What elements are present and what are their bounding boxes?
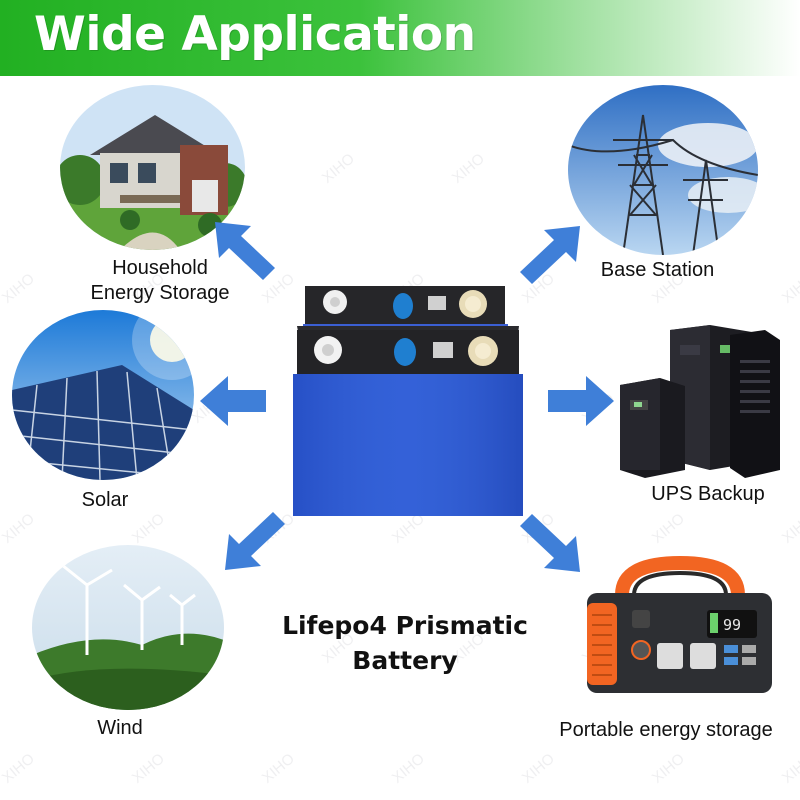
label-base-station: Base Station	[600, 259, 715, 281]
watermark-text: XIHO	[318, 150, 358, 187]
watermark-text: XIHO	[0, 510, 38, 547]
ups-photo	[620, 320, 780, 480]
product-title-line2: Battery	[352, 646, 458, 675]
watermark-text: XIHO	[778, 270, 800, 307]
watermark-text: XIHO	[778, 510, 800, 547]
battery-icon	[283, 278, 528, 518]
label-wind: Wind	[97, 717, 143, 739]
title-banner: Wide Application	[0, 0, 800, 76]
watermark-text: XIHO	[128, 750, 168, 787]
watermark-text: XIHO	[648, 750, 688, 787]
watermark-text: XIHO	[0, 270, 38, 307]
solar-panel-photo	[12, 310, 194, 480]
watermark-text: XIHO	[778, 750, 800, 787]
label-portable: Portable energy storage	[559, 719, 773, 741]
watermark-text: XIHO	[258, 750, 298, 787]
product-title: Lifepo4 Prismatic Battery	[250, 608, 560, 678]
watermark-text: XIHO	[0, 750, 38, 787]
arrow-icon	[520, 226, 580, 284]
base-station-photo	[568, 85, 758, 255]
product-title-line1: Lifepo4 Prismatic	[282, 611, 528, 640]
label-ups: UPS Backup	[651, 483, 765, 505]
arrow-icon	[200, 376, 266, 426]
label-household: Household Energy Storage	[90, 257, 230, 304]
arrow-icon	[225, 512, 285, 570]
power-station-photo: 99	[582, 555, 777, 700]
power-station-display: 99	[723, 616, 741, 634]
household-photo	[60, 85, 245, 250]
watermark-text: XIHO	[388, 750, 428, 787]
wind-turbine-photo	[32, 545, 224, 710]
arrow-icon	[520, 514, 580, 572]
watermark-text: XIHO	[128, 510, 168, 547]
watermark-text: XIHO	[448, 150, 488, 187]
watermark-text: XIHO	[518, 750, 558, 787]
banner-title: Wide Application	[34, 7, 476, 62]
arrow-icon	[548, 376, 614, 426]
label-solar: Solar	[81, 489, 129, 511]
arrow-icon	[215, 222, 275, 280]
watermark-text: XIHO	[648, 510, 688, 547]
